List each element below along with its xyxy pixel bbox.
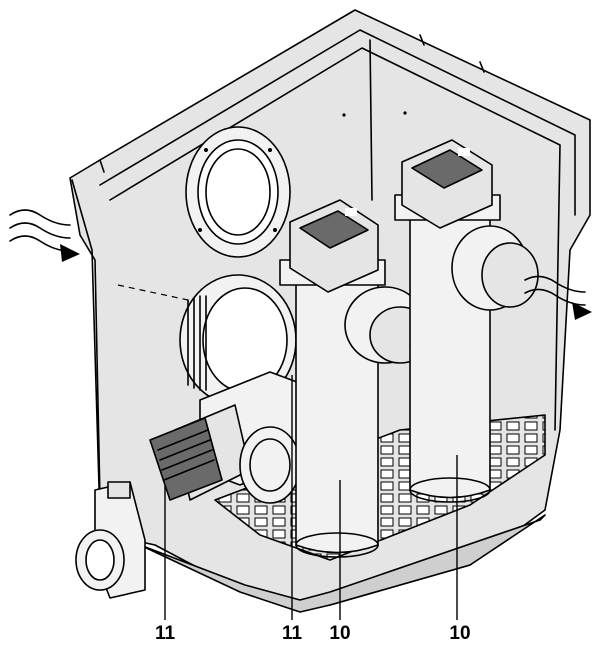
tank-rim [99,29,576,216]
inflow-arrow-left [9,209,80,262]
tank-rim-inner [109,47,561,431]
callout-11-left: 11 [154,623,176,644]
tank-inner-corner [369,39,373,201]
callout-10-front: 10 [329,623,351,644]
filter-tube-front [279,199,386,558]
filter-tube-back [394,139,501,503]
back-tube-outlet [451,225,592,320]
upper-wall-port [185,126,291,258]
tank-bottom-lip [139,514,546,613]
uv-pump-unit [149,371,306,504]
callout-10-back: 10 [449,623,471,644]
callout-11-inner: 11 [281,623,303,644]
outlet-valve [75,481,146,599]
